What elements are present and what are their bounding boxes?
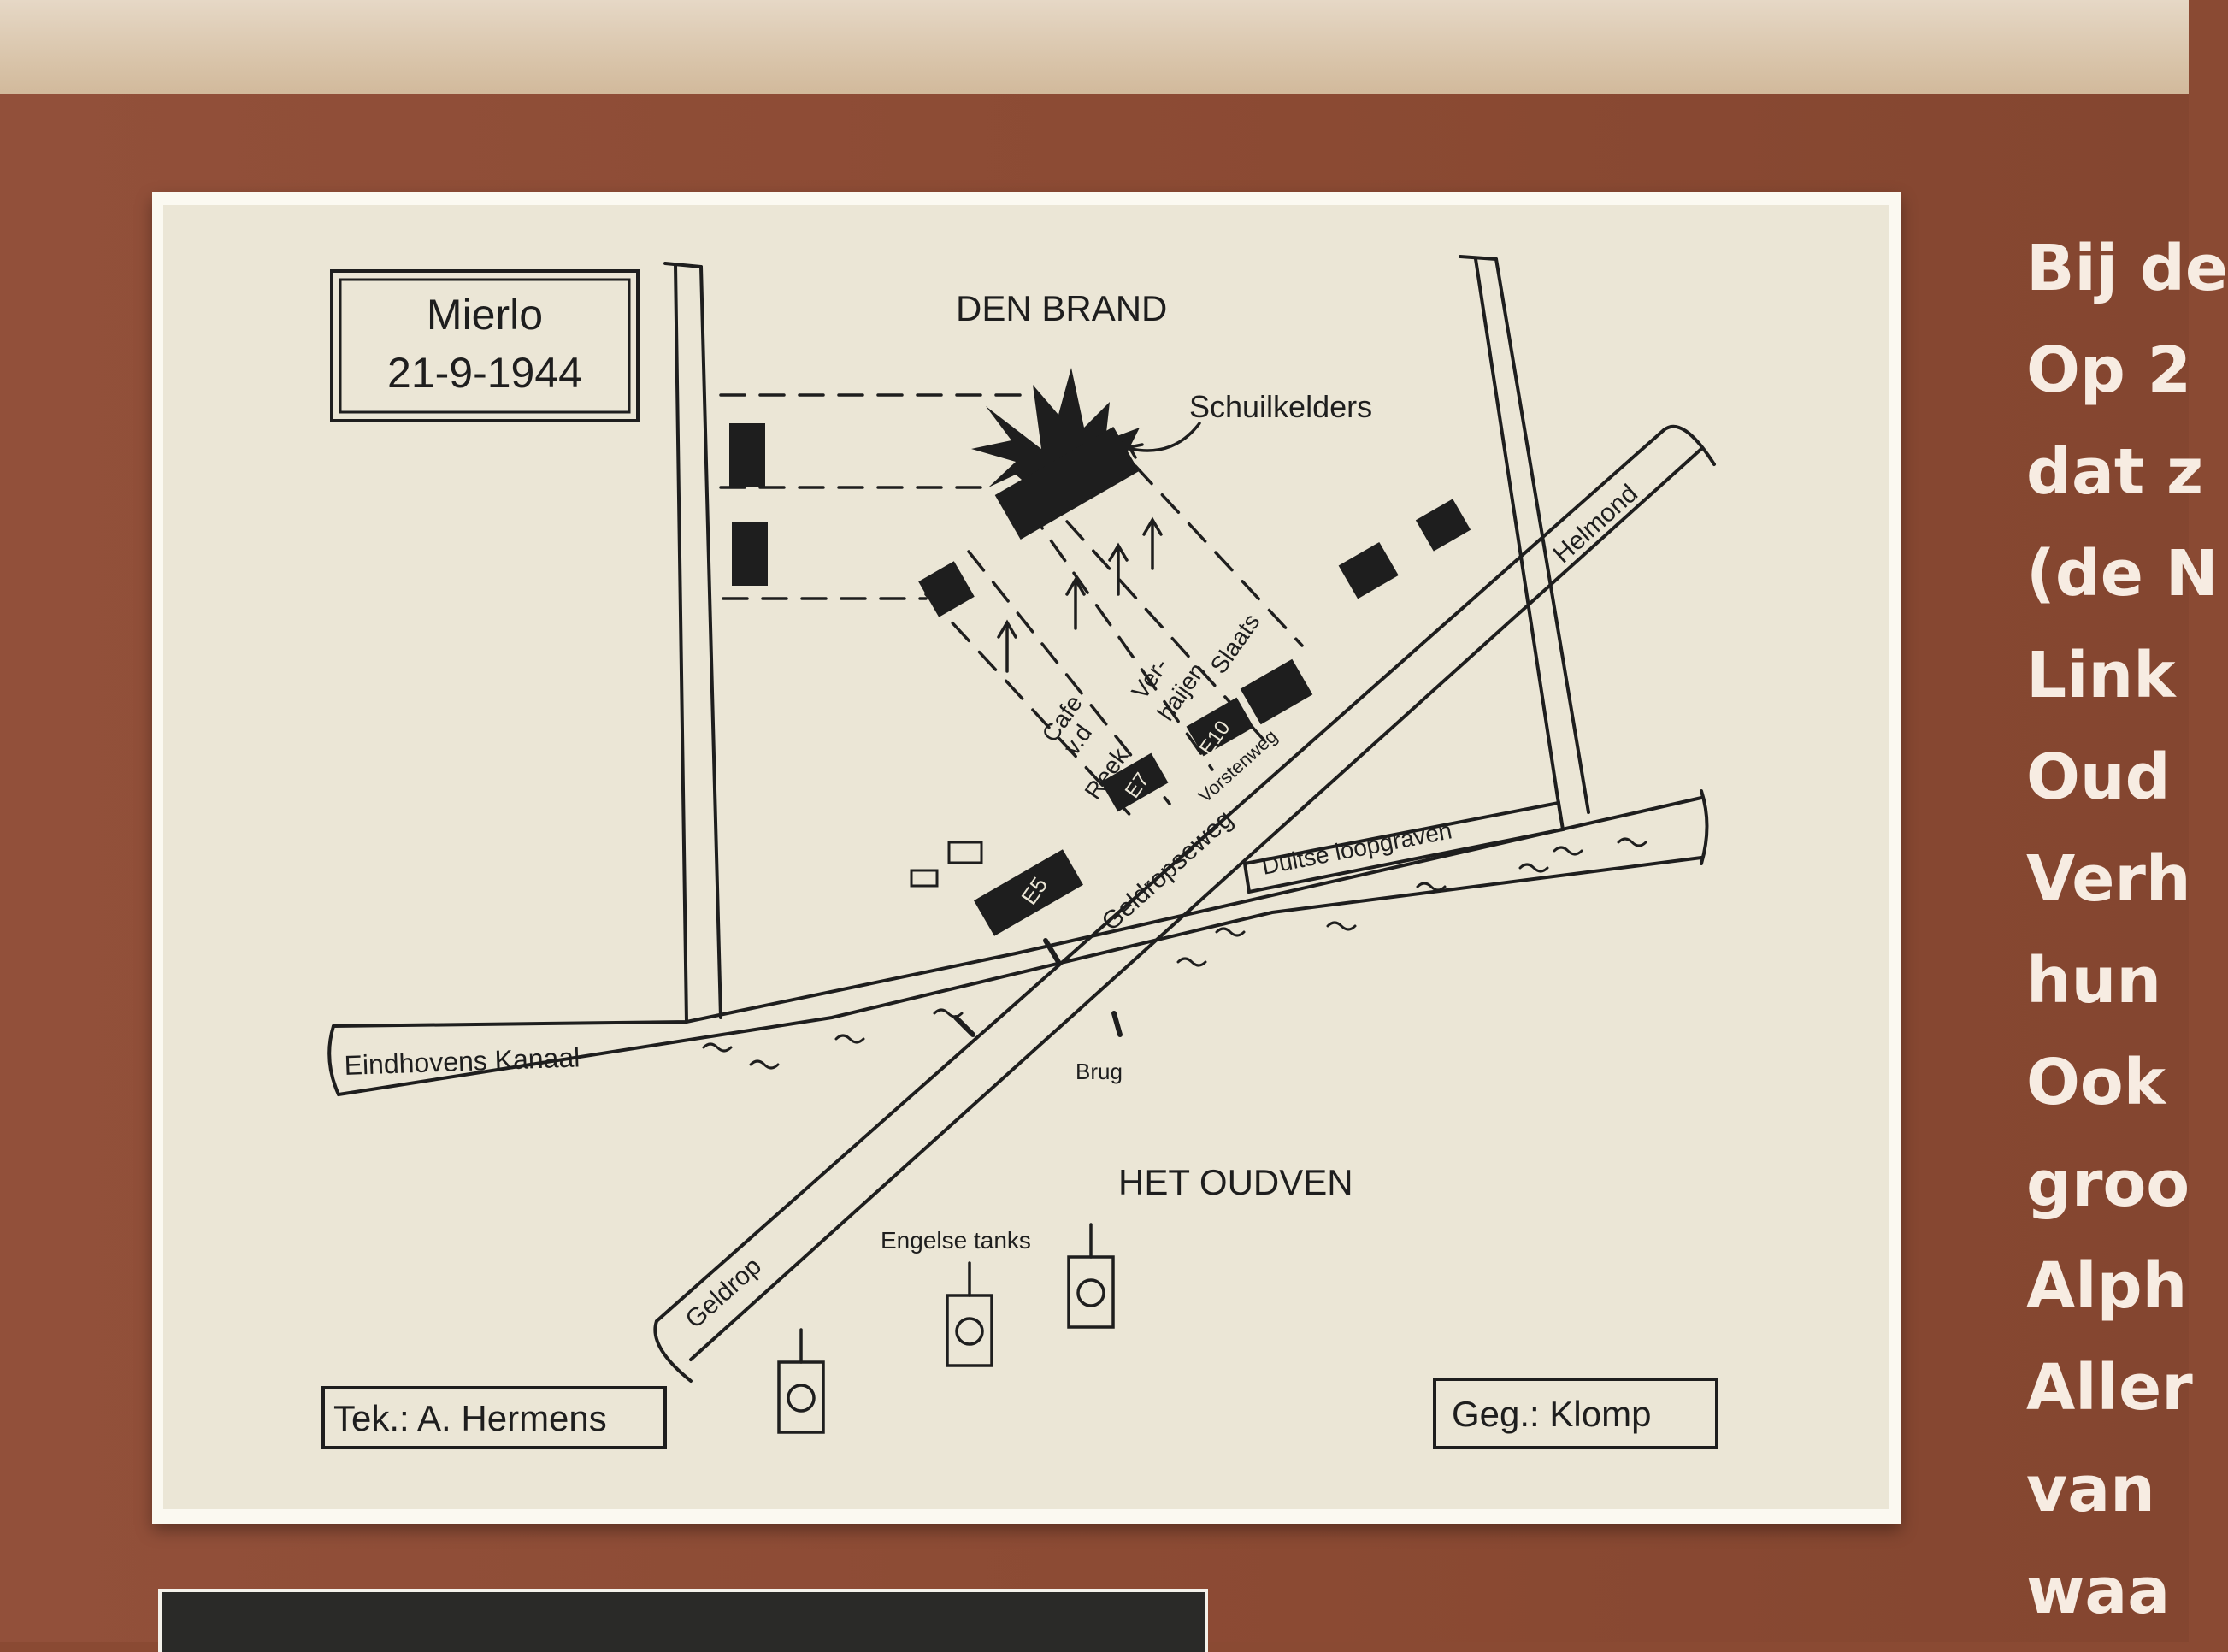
geldropseweg-road: [653, 424, 1716, 1383]
side-text-column: Bij de Op 2 dat z (de N Link Oud Verh hu…: [2026, 218, 2228, 1643]
title-box: [330, 269, 640, 422]
side-text-line: (de N: [2026, 537, 2219, 611]
credit-drawing: Tek.: A. Hermens: [333, 1398, 607, 1438]
map-card: Mierlo 21-9-1944 DEN BRAND HET OUDVEN Sc…: [152, 192, 1901, 1524]
water-marks: [702, 837, 1647, 1070]
side-text-line: Ook: [2026, 1046, 2166, 1119]
photo-strip: [158, 1589, 1208, 1652]
map-title-place: Mierlo: [427, 291, 543, 339]
credit-box-drawing: [321, 1386, 667, 1449]
side-text-line: Oud: [2026, 740, 2171, 814]
side-text-line: Alph: [2026, 1249, 2188, 1323]
side-text-line: Aller: [2026, 1351, 2193, 1425]
tanks-label: Engelse tanks: [881, 1227, 1031, 1254]
battle-map: Mierlo 21-9-1944 DEN BRAND HET OUDVEN Sc…: [163, 205, 1889, 1509]
side-text-line: Bij de: [2026, 232, 2228, 305]
shelters-label: Schuilkelders: [1189, 389, 1372, 424]
side-text-line: groo: [2026, 1148, 2190, 1221]
credit-box-data: [1433, 1378, 1718, 1449]
english-tanks: [777, 1223, 1115, 1434]
duitse-loopgraven: [1242, 800, 1565, 894]
credit-data: Geg.: Klomp: [1452, 1394, 1651, 1434]
side-text-line: Op 2: [2026, 333, 2192, 407]
small-outlined-buildings: [910, 841, 983, 888]
map-title-date: 21-9-1944: [387, 349, 582, 397]
explosion: [971, 368, 1140, 540]
side-text-line: dat z: [2026, 435, 2204, 509]
side-text-line: Verh: [2026, 842, 2191, 916]
side-text-line: waa: [2026, 1555, 2171, 1628]
bridge-marks: [953, 938, 1123, 1037]
side-text-line: van: [2026, 1453, 2155, 1526]
buildings: [729, 423, 1471, 936]
west-road: [663, 262, 722, 1024]
area-label-north: DEN BRAND: [956, 288, 1167, 328]
area-label-south: HET OUDVEN: [1118, 1162, 1353, 1202]
side-text-line: Link: [2026, 639, 2176, 712]
wall-background: [0, 0, 2189, 107]
eindhovens-kanaal: [327, 789, 1709, 1096]
bridge-label: Brug: [1076, 1059, 1123, 1084]
side-text-line: hun: [2026, 944, 2162, 1018]
